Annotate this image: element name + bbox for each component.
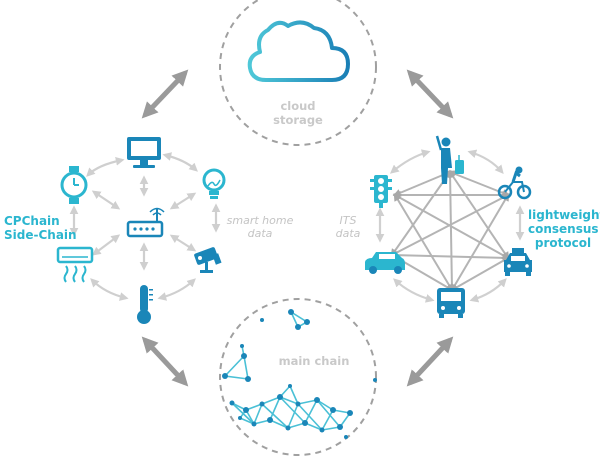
- main-chain-label: main chain: [274, 354, 354, 368]
- consensus-protocol-label-line1: lightweight: [528, 208, 600, 222]
- consensus-protocol-label-line2: consensus: [528, 222, 599, 236]
- arrow-side-chain-to-main-chain: [141, 336, 189, 387]
- consensus-protocol-label: lightweight consensus protocol: [528, 208, 600, 250]
- smart-home-data-label-line2: data: [247, 227, 273, 240]
- main-chain-label-text: main chain: [278, 354, 350, 368]
- air-conditioner-icon: [56, 246, 94, 283]
- arrow-cloud-to-its: [406, 69, 454, 119]
- its-data-label-line2: data: [335, 227, 361, 240]
- side-chain-label: CPChain Side-Chain: [4, 214, 77, 242]
- monitor-icon: [127, 137, 161, 168]
- its-mesh: [389, 169, 511, 293]
- side-chain-label-line2: Side-Chain: [4, 228, 77, 242]
- security-camera-icon: [194, 247, 222, 273]
- side-chain-label-line1: CPChain: [4, 214, 60, 228]
- car-icon: [365, 252, 405, 274]
- cloud-icon: [247, 20, 350, 82]
- smart-home-data-label-line1: smart home: [226, 214, 294, 227]
- thermometer-icon: [137, 285, 153, 324]
- cloud-storage-label-line1: cloud: [280, 99, 316, 113]
- smart-home-connections: [69, 152, 221, 301]
- arrow-cloud-to-side-chain: [141, 69, 189, 119]
- light-bulb-icon: [202, 168, 226, 199]
- its-ring-connections: [375, 149, 525, 303]
- taxi-icon: [504, 248, 532, 276]
- smart-watch-icon: [60, 166, 88, 204]
- traffic-light-icon: [370, 175, 392, 208]
- its-data-label: ITS data: [330, 214, 366, 240]
- main-chain-network: [222, 309, 377, 439]
- bus-icon: [437, 288, 465, 318]
- consensus-protocol-label-line3: protocol: [534, 236, 592, 250]
- pedestrian-icon: [435, 135, 464, 184]
- arrow-its-to-main-chain: [406, 336, 454, 387]
- smart-home-data-label: smart home data: [222, 214, 298, 240]
- bicycle-icon: [497, 166, 532, 200]
- cloud-storage-label-line2: storage: [273, 113, 323, 127]
- main-chain-circle: [219, 298, 377, 456]
- its-data-label-line1: ITS: [339, 214, 357, 227]
- cloud-storage-label: cloud storage: [262, 99, 334, 127]
- cloud-storage-circle: [219, 0, 377, 146]
- wifi-router-icon: [126, 207, 165, 238]
